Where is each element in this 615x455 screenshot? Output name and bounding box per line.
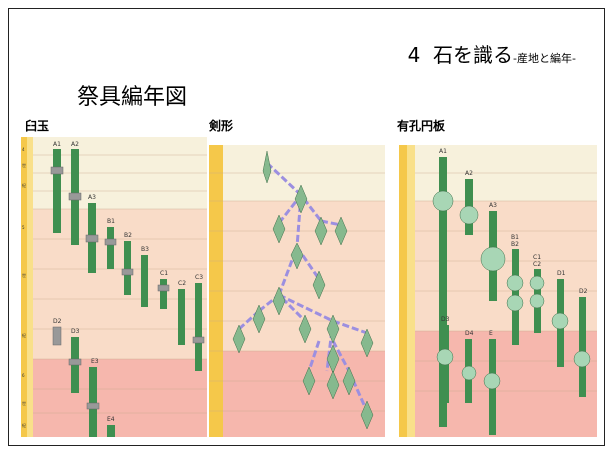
disc-chronology-chart: A1 A2 A3 B1 B2 C1 C2 D1: [399, 145, 597, 437]
sword-artifact: [232, 324, 246, 354]
page-title: 祭具編年図: [77, 85, 188, 110]
sword-artifact: [342, 366, 356, 396]
sword-artifact: [262, 150, 272, 184]
bead-label-a1: A1: [53, 141, 61, 148]
bead-series-b2: B2: [121, 232, 134, 295]
bead-series-c2: C2: [178, 280, 186, 345]
svg-text:世: 世: [22, 162, 26, 168]
bead-label-d3: D3: [71, 328, 80, 335]
disc-label-d1: D1: [557, 270, 566, 277]
header-title: 4 石を識る-産地と編年-: [408, 39, 576, 68]
bead-label-c3: C3: [195, 274, 203, 281]
sword-artifact: [272, 214, 286, 244]
bead-series-d3: D3: [68, 328, 82, 393]
disc-series-e: E: [483, 330, 501, 435]
header-subtitle: -産地と編年-: [513, 52, 576, 65]
disc-label-b2: B2: [511, 241, 519, 248]
axis-period: [407, 145, 415, 437]
sword-artifact: [252, 304, 266, 334]
disc-label-a1: A1: [439, 148, 447, 155]
bead-series-e3: E3: [86, 358, 100, 437]
sword-artifact: [302, 366, 316, 396]
disc-label-c2: C2: [533, 261, 541, 268]
bead-label-e4: E4: [107, 416, 115, 423]
svg-text:6: 6: [22, 373, 25, 378]
bead-series-a2: A2: [68, 141, 82, 245]
disc-label-a3: A3: [489, 202, 497, 209]
disc-series-a1: A1: [432, 148, 454, 427]
bead-chronology-chart: 4世紀 5世紀 6世紀 A1 A2 A3 B1 B2: [21, 137, 207, 437]
sword-artifact: [326, 370, 340, 400]
bead-label-b3: B3: [141, 246, 149, 253]
sword-artifact: [360, 328, 374, 358]
bead-series-b3: B3: [141, 246, 149, 307]
axis-century: [399, 145, 407, 437]
header-main-title: 石を識る: [433, 43, 514, 67]
panel-label-middle: 剣形: [209, 119, 234, 133]
disc-label-e: E: [489, 330, 493, 337]
bead-series-a3: A3: [85, 194, 99, 273]
svg-text:5: 5: [22, 225, 25, 230]
bead-label-c2: C2: [178, 280, 186, 287]
svg-text:紀: 紀: [22, 182, 26, 188]
sword-artifact: [326, 314, 340, 344]
disc-series-a2: A2: [459, 170, 479, 235]
bead-label-e3: E3: [91, 358, 99, 365]
bead-label-b1: B1: [107, 218, 115, 225]
svg-text:4: 4: [22, 147, 25, 152]
bead-series-c1: C1: [157, 270, 170, 309]
sword-artifact: [360, 400, 374, 430]
svg-text:世: 世: [22, 400, 26, 406]
axis-period: [27, 137, 33, 437]
disc-series-d4: D4: [461, 330, 477, 403]
panel-label-left: 臼玉: [25, 119, 50, 133]
sword-artifact: [272, 286, 286, 316]
svg-text:紀: 紀: [22, 332, 26, 338]
bead-series-e4: E4: [107, 416, 115, 437]
bead-label-a2: A2: [71, 141, 79, 148]
disc-label-a2: A2: [465, 170, 473, 177]
svg-text:紀: 紀: [22, 422, 26, 428]
disc-label-d2: D2: [579, 288, 588, 295]
disc-series-d3: D3: [436, 316, 454, 403]
panel-label-right: 有孔円板: [397, 119, 446, 133]
bead-series-c3: C3: [192, 274, 205, 371]
svg-text:世: 世: [22, 272, 26, 278]
bead-series-a1: A1: [50, 141, 64, 233]
disc-series-a3: A3: [480, 202, 506, 301]
disc-series-c1: C1 C2: [529, 254, 545, 333]
bead-label-c1: C1: [160, 270, 168, 277]
disc-series-d1: D1: [551, 270, 569, 367]
band-late: [33, 359, 207, 437]
sword-artifact: [290, 242, 304, 270]
bead-series-b1: B1: [104, 218, 117, 269]
disc-label-d4: D4: [465, 330, 474, 337]
disc-series-d2: D2: [573, 288, 591, 397]
sword-artifact: [312, 270, 326, 300]
sword-artifact: [298, 314, 312, 344]
disc-label-b1: B1: [511, 234, 519, 241]
axis-century: [21, 137, 27, 437]
header-number: 4: [407, 43, 421, 67]
sword-artifact: [334, 216, 348, 246]
sword-chronology-chart: [209, 145, 385, 437]
bead-label-b2: B2: [124, 232, 132, 239]
sword-artifact: [314, 216, 328, 246]
bead-label-d2: D2: [53, 318, 62, 325]
sword-artifact: [294, 184, 308, 214]
disc-label-c1: C1: [533, 254, 541, 261]
disc-series-b1: B1 B2: [506, 234, 524, 345]
bead-series-d2: D2: [52, 318, 62, 346]
disc-label-d3: D3: [441, 316, 450, 323]
bead-label-a3: A3: [88, 194, 96, 201]
